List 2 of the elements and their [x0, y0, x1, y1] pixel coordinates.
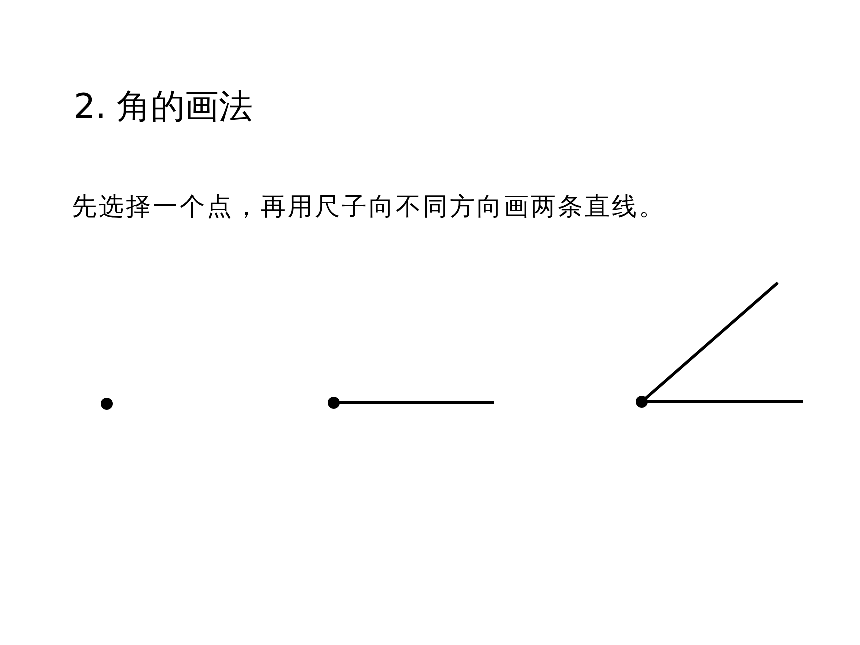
- title: 2. 角的画法: [74, 86, 254, 129]
- instruction-text: 先选择一个点，再用尺子向不同方向画两条直线。: [72, 191, 666, 223]
